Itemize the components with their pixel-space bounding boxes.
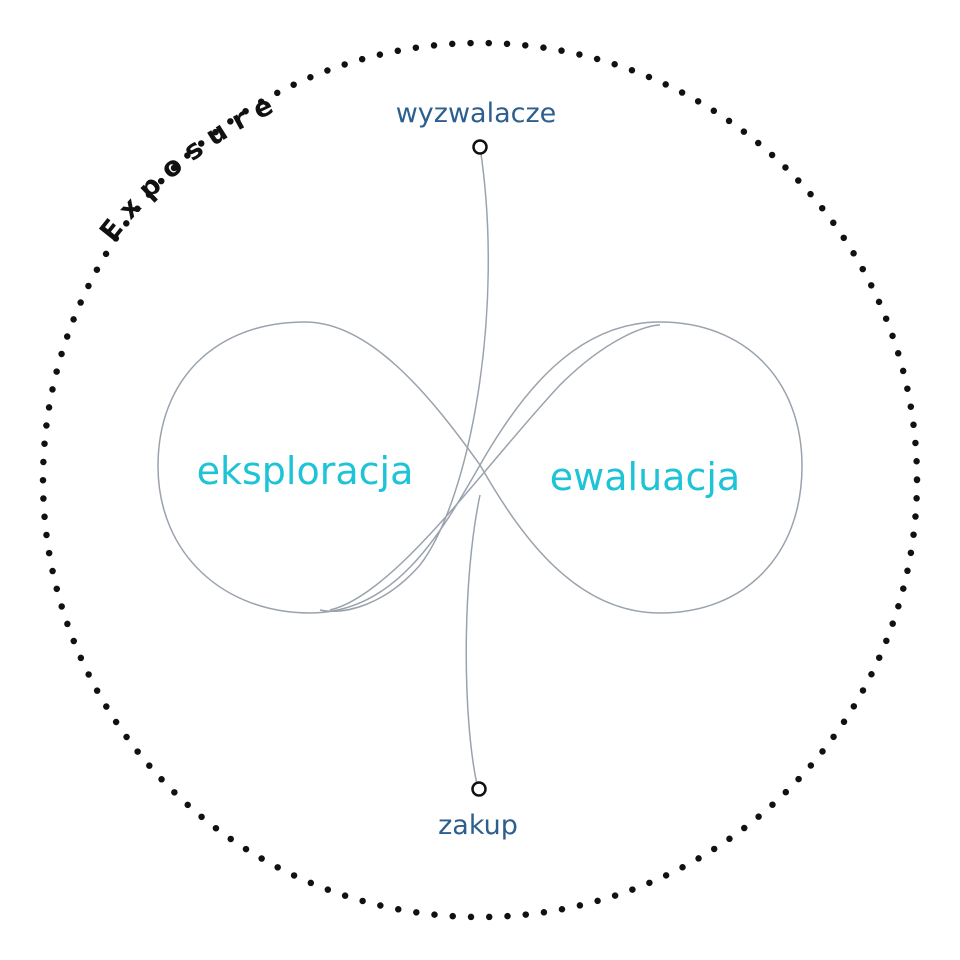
exploration-label: eksploracja	[197, 449, 414, 493]
exposure-ring	[39, 39, 921, 921]
evaluation-label: ewaluacja	[550, 455, 740, 499]
infinity-loop	[157, 321, 803, 614]
exposure-label: Exposure	[94, 86, 287, 247]
end-node	[471, 781, 487, 797]
end-label: zakup	[438, 810, 518, 841]
journey-path-in	[319, 146, 490, 612]
start-label: wyzwalacze	[396, 98, 557, 129]
journey-path-out	[329, 324, 661, 790]
start-node	[472, 139, 488, 155]
exposure-label-text: Exposure	[94, 86, 277, 247]
